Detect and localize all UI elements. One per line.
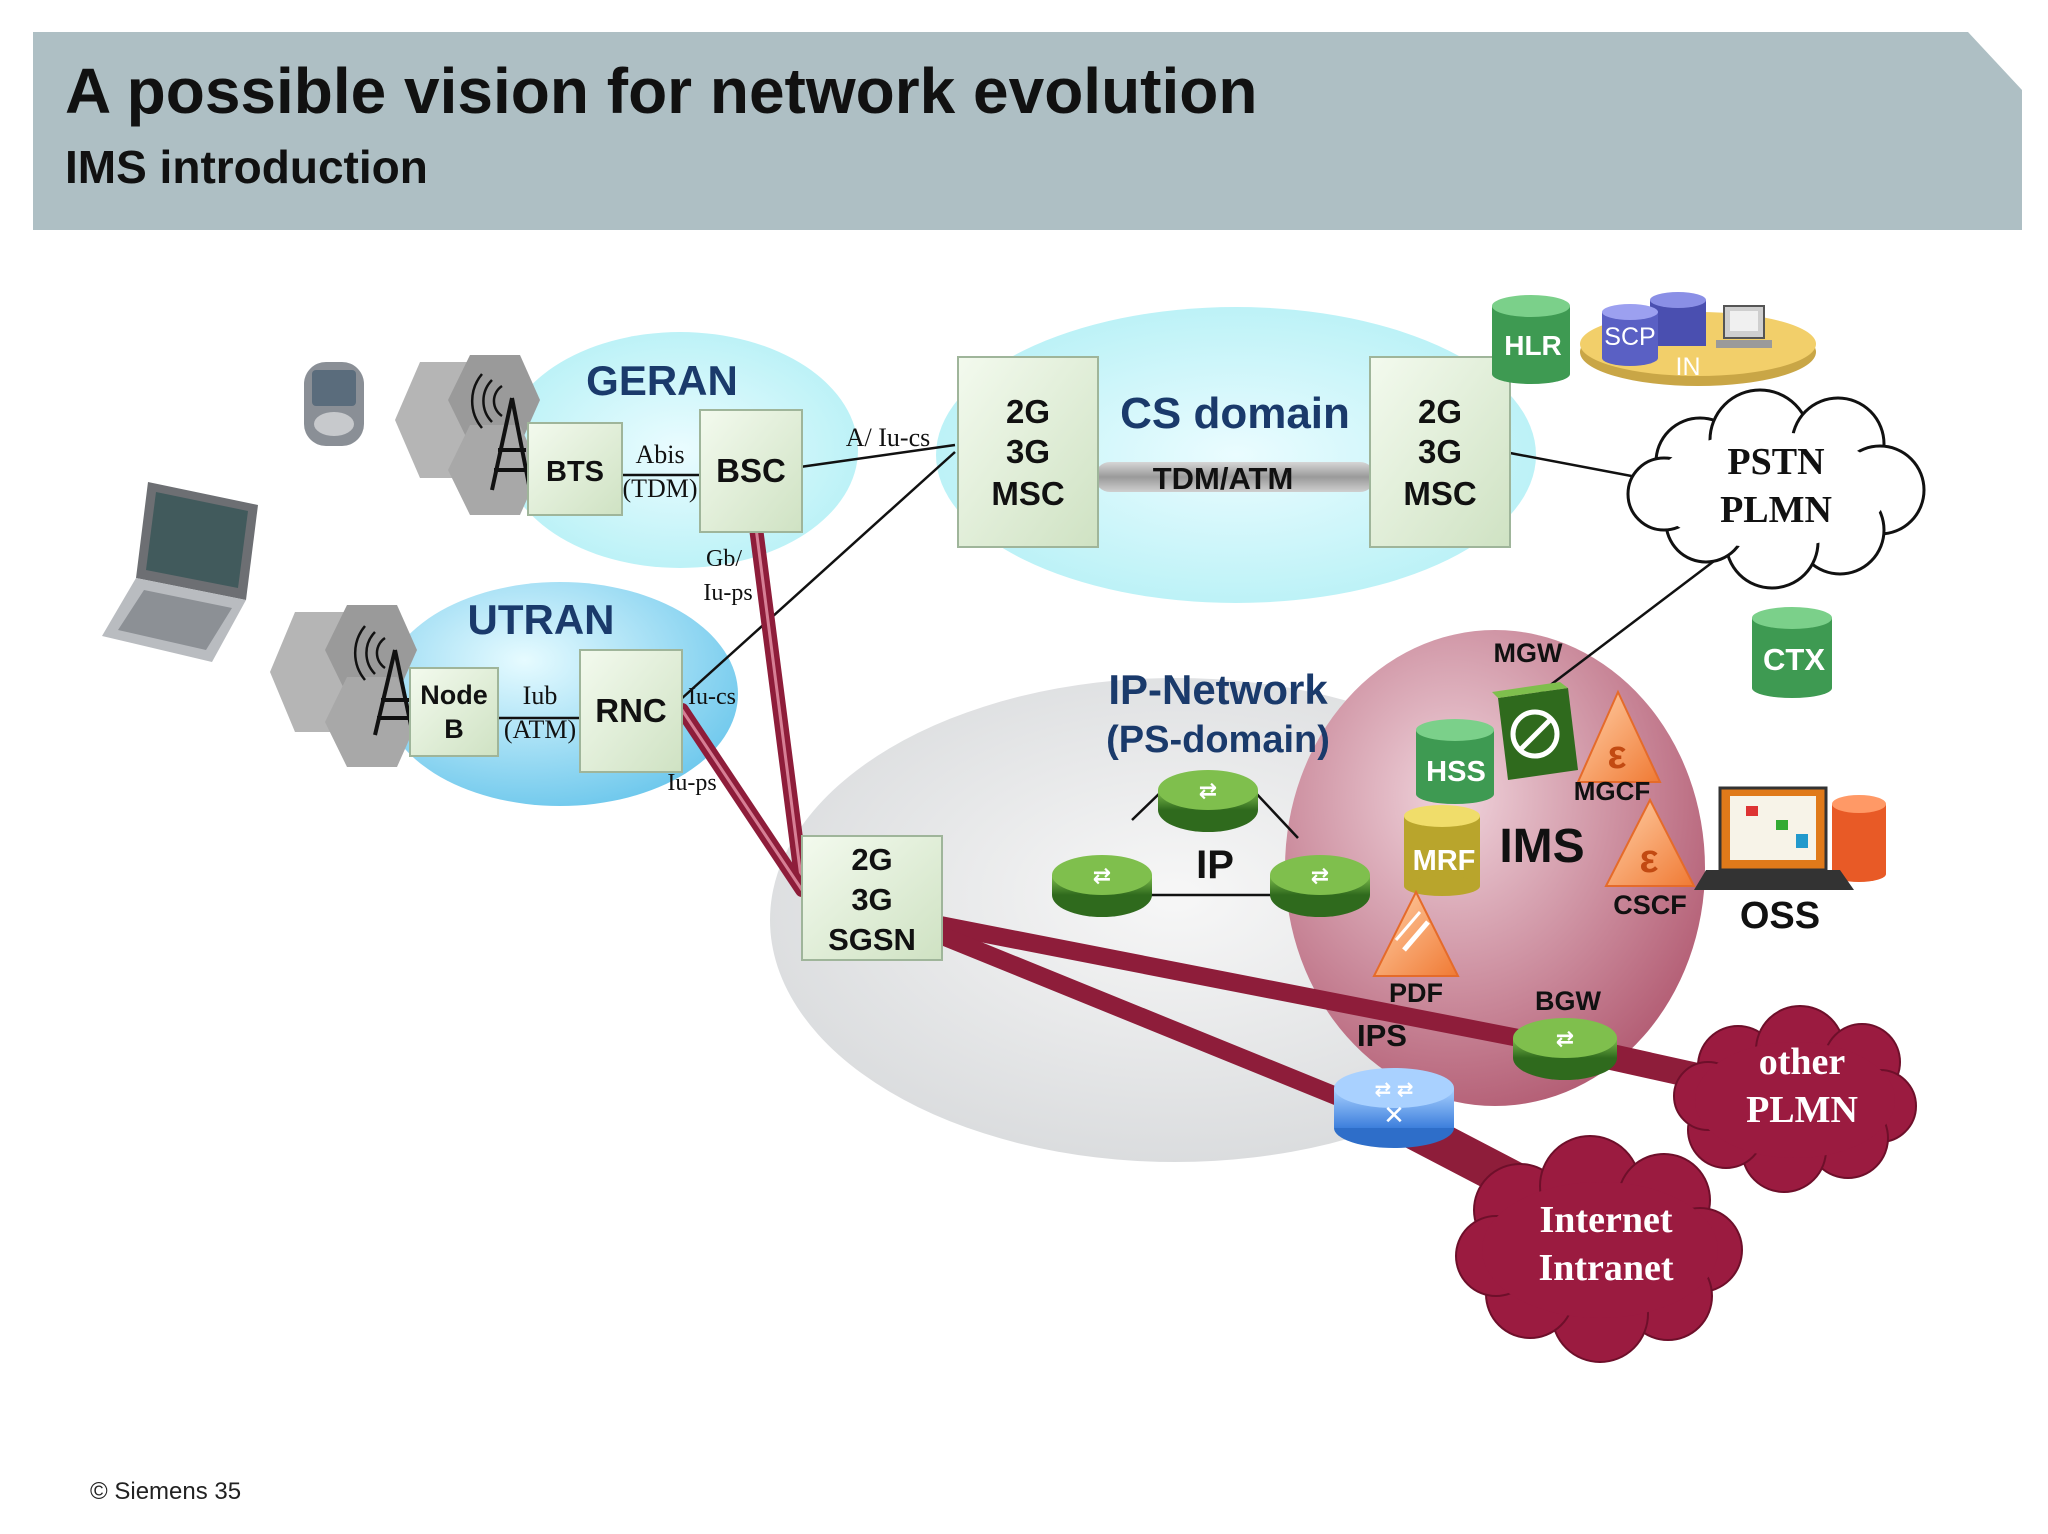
bsc-label: BSC [716, 452, 786, 489]
svg-text:⇄: ⇄ [1093, 863, 1111, 888]
sgsn-line3: SGSN [828, 922, 916, 957]
msc-left-node: 2G 3G MSC [957, 356, 1099, 548]
hss-label: HSS [1426, 756, 1486, 788]
cs-domain-label: CS domain [1120, 389, 1350, 438]
oss-laptop-icon [1694, 786, 1854, 890]
pdf-label: PDF [1389, 978, 1443, 1008]
svg-text:ε: ε [1608, 733, 1627, 777]
cscf-label: CSCF [1613, 890, 1687, 920]
utran-label: UTRAN [468, 596, 615, 643]
laptop-icon [102, 482, 258, 662]
sgsn-line2: 3G [851, 882, 892, 917]
ps-domain-label: (PS-domain) [1106, 719, 1330, 761]
cscf-icon: ε [1604, 797, 1696, 887]
sgsn-line1: 2G [851, 842, 892, 877]
tdm-atm-label: TDM/ATM [1153, 461, 1294, 496]
header-banner: A possible vision for network evolution … [33, 32, 2022, 230]
svg-text:ε: ε [1640, 837, 1659, 881]
svg-text:⇄: ⇄ [1199, 778, 1217, 803]
intranet-label: Intranet [1538, 1247, 1673, 1289]
node-b-node: Node B [409, 667, 499, 757]
tdm-label: (TDM) [622, 474, 697, 503]
node-b-label-line1: Node [420, 680, 488, 710]
ctx-database-icon: CTX [1752, 607, 1832, 698]
svg-text:⇄: ⇄ [1311, 863, 1329, 888]
mgw-label: MGW [1494, 638, 1563, 668]
oss-label: OSS [1740, 895, 1820, 937]
oss-database-icon [1832, 795, 1886, 882]
header-background [33, 32, 2022, 230]
bgw-label: BGW [1535, 986, 1602, 1016]
msc-right-node: 2G 3G MSC [1369, 356, 1511, 548]
iu-cs-label: Iu-cs [688, 684, 736, 710]
plmn-label: PLMN [1720, 489, 1832, 531]
ip-router-right: ⇄ [1270, 855, 1370, 917]
msc-left-line1: 2G [1006, 393, 1050, 430]
page-title: A possible vision for network evolution [65, 55, 1258, 127]
other-plmn-cloud: other PLMN [1673, 1005, 1917, 1193]
page-subtitle: IMS introduction [65, 141, 428, 193]
geran-label: GERAN [586, 357, 738, 404]
mgw-icon [1492, 682, 1578, 780]
bts-node: BTS [527, 422, 623, 516]
pdf-icon [1372, 889, 1460, 977]
ctx-label: CTX [1763, 642, 1825, 677]
msc-left-line3: MSC [991, 475, 1064, 512]
iub-label: Iub [523, 681, 558, 710]
svg-text:⇄ ⇄: ⇄ ⇄ [1374, 1079, 1413, 1101]
abis-label: Abis [635, 440, 684, 469]
msc-right-line2: 3G [1418, 433, 1462, 470]
gb-label: Gb/ [706, 546, 742, 572]
atm-label: (ATM) [504, 715, 576, 744]
msc-right-line1: 2G [1418, 393, 1462, 430]
msc-left-line2: 3G [1006, 433, 1050, 470]
tdm-atm-bar [1095, 462, 1375, 492]
ip-router-left: ⇄ [1052, 855, 1152, 917]
ims-label: IMS [1499, 820, 1584, 873]
in-label: IN [1676, 353, 1701, 381]
ips-switch-icon: ⇄ ⇄ ✕ [1334, 1068, 1454, 1148]
pstn-plmn-cloud: PSTN PLMN [1626, 388, 1926, 590]
mrf-label: MRF [1413, 845, 1476, 877]
rnc-node: RNC [579, 649, 683, 773]
node-b-label-line2: B [444, 714, 464, 744]
hlr-label: HLR [1504, 330, 1562, 361]
mrf-database-icon: MRF [1404, 805, 1480, 896]
rnc-label: RNC [595, 692, 667, 729]
svg-text:⇄: ⇄ [1556, 1026, 1574, 1051]
mobile-phone-icon [304, 362, 364, 446]
other-label: other [1759, 1041, 1846, 1083]
iu-ps-top-label: Iu-ps [703, 580, 752, 606]
hlr-database-icon: HLR [1492, 295, 1570, 384]
msc-right-line3: MSC [1403, 475, 1476, 512]
bts-label: BTS [546, 456, 604, 488]
scp-database-icon: SCP [1602, 292, 1706, 366]
ip-network-label: IP-Network [1108, 666, 1328, 713]
copyright-footer: © Siemens 35 [90, 1478, 242, 1505]
ips-label: IPS [1357, 1018, 1407, 1053]
in-terminal-icon [1716, 305, 1772, 348]
mgcf-label: MGCF [1574, 776, 1651, 806]
mgcf-icon: ε [1576, 689, 1662, 783]
scp-label: SCP [1604, 323, 1655, 351]
bsc-node: BSC [699, 409, 803, 533]
bgw-router-icon: ⇄ [1513, 1018, 1617, 1080]
pstn-label: PSTN [1727, 441, 1824, 483]
sgsn-node: 2G 3G SGSN [801, 835, 943, 961]
ip-core-label: IP [1196, 843, 1234, 887]
svg-text:✕: ✕ [1383, 1100, 1405, 1130]
ip-router-top: ⇄ [1158, 770, 1258, 832]
utran-cell-icon [270, 605, 417, 767]
other-plmn-label: PLMN [1746, 1089, 1858, 1131]
iu-ps-bottom-label: Iu-ps [667, 770, 716, 796]
internet-label: Internet [1540, 1199, 1673, 1241]
hss-database-icon: HSS [1416, 719, 1494, 804]
a-iu-cs-label: A/ Iu-cs [846, 423, 930, 452]
internet-intranet-cloud: Internet Intranet [1455, 1135, 1743, 1363]
